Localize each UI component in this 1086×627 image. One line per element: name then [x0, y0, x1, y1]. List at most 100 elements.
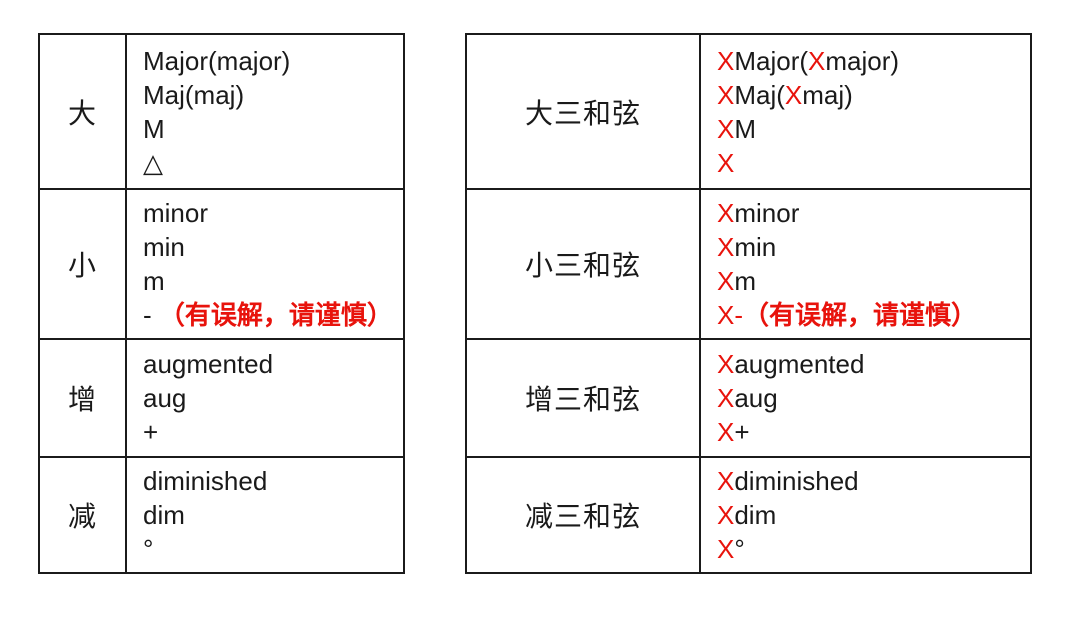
highlighted-text: X	[717, 198, 735, 228]
highlighted-text: X	[717, 466, 735, 496]
highlighted-text: X	[717, 147, 735, 178]
highlighted-text: X	[717, 383, 735, 413]
highlighted-text: X	[717, 417, 735, 447]
notation-text: Maj(maj)	[143, 79, 245, 110]
highlighted-text: X	[717, 232, 735, 262]
notation-line: X-（有误解，请谨慎）	[717, 298, 1022, 332]
notation-line: +	[143, 415, 395, 449]
highlighted-text: X	[717, 500, 735, 530]
chord-type-label: 减三和弦	[465, 456, 701, 574]
notation-text: min	[143, 232, 185, 262]
notation-line: Xminor	[717, 196, 1022, 230]
notation-text: augmented	[143, 349, 274, 379]
notation-text: min	[734, 232, 777, 262]
highlighted-text: X-	[717, 300, 743, 330]
notation-text: Maj(	[734, 79, 785, 110]
highlighted-text: （有误解，请谨慎）	[158, 300, 393, 330]
highlighted-text: X	[784, 79, 803, 110]
notation-line: dim	[143, 498, 395, 532]
notation-text: m	[734, 266, 757, 296]
notation-line: m	[143, 264, 395, 298]
notation-text: diminished	[734, 466, 859, 496]
notation-line: augmented	[143, 347, 395, 381]
notation-text: Major(major)	[143, 45, 291, 76]
notation-line: Xmin	[717, 230, 1022, 264]
chord-type-label: 减	[38, 456, 127, 574]
highlighted-text: X	[717, 349, 735, 379]
table-row: 增 augmented aug +	[38, 338, 405, 458]
highlighted-text: X	[717, 266, 735, 296]
highlighted-text: X	[717, 534, 735, 564]
notation-line: X+	[717, 415, 1022, 449]
chord-type-label: 增	[38, 338, 127, 458]
chord-type-label: 大	[38, 33, 127, 190]
notation-line: X	[717, 146, 1022, 180]
notation-line: XMajor(Xmajor)	[717, 44, 1022, 78]
notation-line: X°	[717, 532, 1022, 566]
notation-text: °	[143, 534, 154, 564]
notation-line: Xaug	[717, 381, 1022, 415]
chord-type-label: 小三和弦	[465, 188, 701, 340]
notation-line: XMaj(Xmaj)	[717, 78, 1022, 112]
table-row: 减 diminished dim °	[38, 456, 405, 574]
notation-text: dim	[143, 500, 185, 530]
notation-line: Xm	[717, 264, 1022, 298]
notation-line: XM	[717, 112, 1022, 146]
notation-line: Xdim	[717, 498, 1022, 532]
notation-line: minor	[143, 196, 395, 230]
highlighted-text: X	[717, 113, 735, 144]
notation-line: Xdiminished	[717, 464, 1022, 498]
notation-text: augmented	[734, 349, 865, 379]
notation-line: aug	[143, 381, 395, 415]
notation-text: minor	[734, 198, 800, 228]
highlighted-text: X	[717, 79, 735, 110]
notation-line: Major(major)	[143, 44, 395, 78]
notation-text: aug	[734, 383, 778, 413]
notation-text: M	[143, 113, 165, 144]
notation-list: diminished dim °	[125, 456, 405, 574]
chord-type-label: 增三和弦	[465, 338, 701, 458]
notation-text: Major(	[734, 45, 809, 76]
chord-type-label: 小	[38, 188, 127, 340]
notation-line: - （有误解，请谨慎）	[143, 298, 395, 332]
notation-line: Xaugmented	[717, 347, 1022, 381]
notation-line: diminished	[143, 464, 395, 498]
notation-text: △	[143, 147, 163, 178]
highlighted-text: （有误解，请谨慎）	[743, 300, 978, 330]
notation-text: °	[734, 534, 745, 564]
notation-text: major)	[825, 45, 900, 76]
notation-line: min	[143, 230, 395, 264]
notation-text: +	[734, 417, 750, 447]
notation-line: °	[143, 532, 395, 566]
notation-text: M	[734, 113, 757, 144]
notation-text: -	[143, 300, 159, 330]
notation-text: diminished	[143, 466, 268, 496]
highlighted-text: X	[808, 45, 826, 76]
chord-type-label: 大三和弦	[465, 33, 701, 190]
notation-line: M	[143, 112, 395, 146]
notation-text: aug	[143, 383, 187, 413]
notation-text: minor	[143, 198, 209, 228]
highlighted-text: X	[717, 45, 735, 76]
notation-text: m	[143, 266, 165, 296]
notation-text: +	[143, 417, 159, 447]
notation-line: Maj(maj)	[143, 78, 395, 112]
notation-list: Major(major)Maj(maj)M△	[125, 33, 405, 190]
notation-text: maj)	[802, 79, 853, 110]
